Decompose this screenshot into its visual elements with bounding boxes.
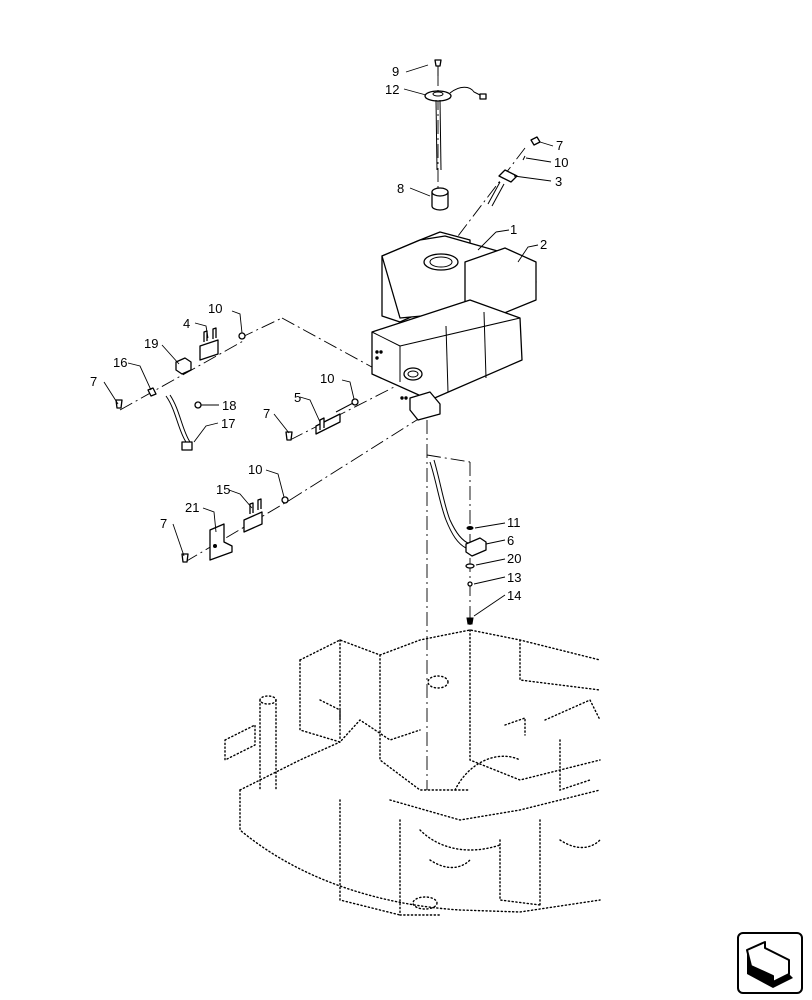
callout-19: 19	[144, 336, 158, 351]
callout-7: 7	[556, 138, 563, 153]
callout-8: 8	[397, 181, 404, 196]
lower-bracket-set	[181, 496, 289, 563]
breather-assembly	[487, 136, 541, 207]
middle-bracket-set	[285, 398, 359, 441]
callout-7: 7	[90, 374, 97, 389]
callout-18: 18	[222, 398, 236, 413]
callout-17: 17	[221, 416, 235, 431]
hydraulic-tank	[371, 231, 537, 421]
callout-14: 14	[507, 588, 521, 603]
upper-bracket-set	[115, 327, 246, 409]
callout-9: 9	[392, 64, 399, 79]
arrow-glyph	[746, 941, 793, 988]
upper-frame-structure	[224, 629, 601, 916]
callout-2: 2	[540, 237, 547, 252]
callout-6: 6	[507, 533, 514, 548]
callout-4: 4	[183, 316, 190, 331]
callout-labels: 9 12 8 7 10 3 1 2 10 4 19 16 7 18 17 10 …	[90, 64, 568, 603]
callout-10: 10	[554, 155, 568, 170]
callout-3: 3	[555, 174, 562, 189]
callout-10: 10	[248, 462, 262, 477]
callout-10: 10	[320, 371, 334, 386]
callout-7: 7	[263, 406, 270, 421]
callout-15: 15	[216, 482, 230, 497]
page-turn-arrow-icon[interactable]	[737, 932, 803, 994]
callout-7: 7	[160, 516, 167, 531]
callout-13: 13	[507, 570, 521, 585]
callout-16: 16	[113, 355, 127, 370]
callout-20: 20	[507, 551, 521, 566]
callout-21: 21	[185, 500, 199, 515]
return-hose-assembly	[429, 459, 487, 625]
wiring-harness	[165, 394, 202, 451]
callout-leaders	[103, 64, 554, 617]
callout-10: 10	[208, 301, 222, 316]
callout-1: 1	[510, 222, 517, 237]
callout-5: 5	[294, 390, 301, 405]
fuel-level-sender	[424, 59, 487, 171]
callout-11: 11	[507, 515, 521, 530]
filler-grommet	[431, 187, 449, 211]
callout-12: 12	[385, 82, 399, 97]
